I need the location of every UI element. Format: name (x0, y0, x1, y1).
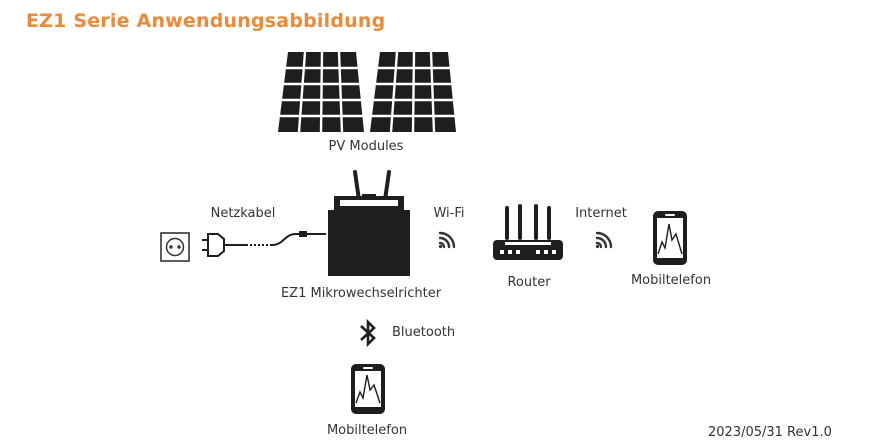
solar-panel-icon (278, 51, 456, 133)
bluetooth-label: Bluetooth (392, 325, 456, 340)
wifi-icon (595, 231, 613, 249)
internet-label: Internet (575, 206, 627, 221)
revision-text: 2023/05/31 Rev1.0 (708, 425, 832, 440)
router-label: Router (507, 275, 551, 290)
phone-icon (351, 364, 385, 414)
pv-cables (353, 170, 391, 202)
phone-bottom-label: Mobiltelefon (326, 423, 408, 438)
page-title: EZ1 Serie Anwendungsabbildung (26, 10, 386, 32)
wifi-icon (438, 231, 456, 249)
wifi-label: Wi-Fi (433, 206, 465, 221)
phone-right-label: Mobiltelefon (630, 273, 712, 288)
netzkabel-label: Netzkabel (210, 206, 276, 221)
plug-icon (202, 231, 326, 257)
inverter-label: EZ1 Mikrowechselrichter (280, 286, 442, 301)
router-icon (493, 204, 563, 260)
phone-icon (653, 211, 687, 265)
bluetooth-icon (360, 318, 376, 348)
socket-icon (160, 232, 190, 262)
inverter-icon (328, 194, 410, 276)
pv-modules-label: PV Modules (328, 139, 404, 154)
